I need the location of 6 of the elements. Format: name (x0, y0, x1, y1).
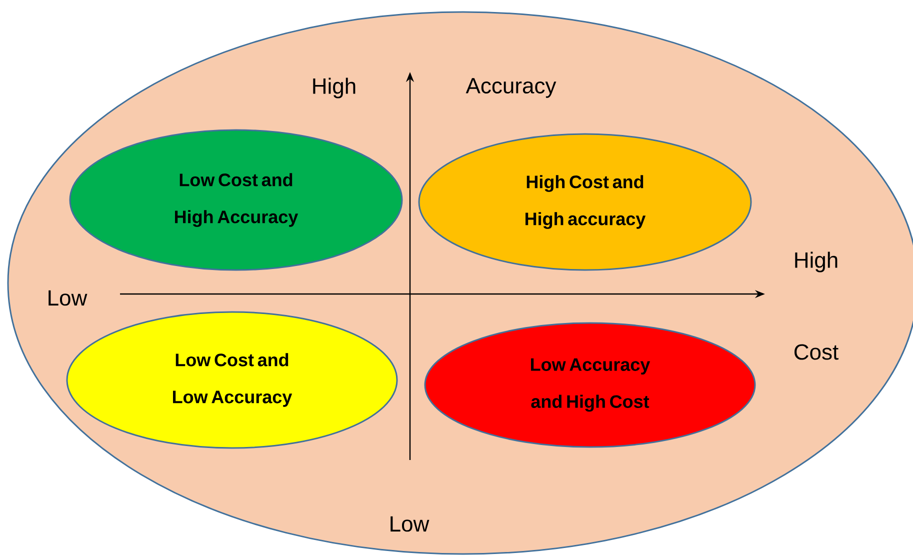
axis-label: High (795, 252, 838, 272)
axis-label: Accuracy (466, 78, 556, 98)
axis-label: Low (390, 516, 430, 532)
axis-label: Cost (794, 344, 838, 360)
axis-label: Low (48, 290, 88, 306)
axis-label: High (313, 78, 356, 98)
